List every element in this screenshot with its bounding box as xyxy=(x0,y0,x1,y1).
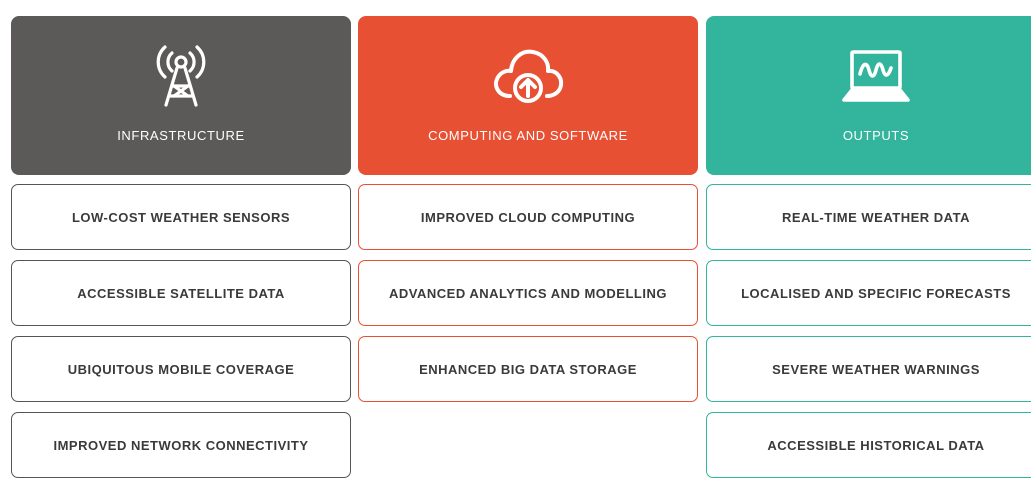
outputs-header: OUTPUTS xyxy=(706,16,1031,175)
list-item: IMPROVED NETWORK CONNECTIVITY xyxy=(11,412,351,478)
infrastructure-title: INFRASTRUCTURE xyxy=(117,128,245,143)
column-computing: COMPUTING AND SOFTWARE IMPROVED CLOUD CO… xyxy=(358,16,698,412)
list-item: ACCESSIBLE SATELLITE DATA xyxy=(11,260,351,326)
infrastructure-header: INFRASTRUCTURE xyxy=(11,16,351,175)
list-item: ENHANCED BIG DATA STORAGE xyxy=(358,336,698,402)
list-item: IMPROVED CLOUD COMPUTING xyxy=(358,184,698,250)
computing-header: COMPUTING AND SOFTWARE xyxy=(358,16,698,175)
computing-title: COMPUTING AND SOFTWARE xyxy=(428,128,628,143)
infrastructure-items: LOW-COST WEATHER SENSORS ACCESSIBLE SATE… xyxy=(11,184,351,478)
list-item: SEVERE WEATHER WARNINGS xyxy=(706,336,1031,402)
outputs-items: REAL-TIME WEATHER DATA LOCALISED AND SPE… xyxy=(706,184,1031,478)
list-item: LOCALISED AND SPECIFIC FORECASTS xyxy=(706,260,1031,326)
column-outputs: OUTPUTS REAL-TIME WEATHER DATA LOCALISED… xyxy=(706,16,1031,488)
laptop-chart-icon xyxy=(842,50,910,102)
list-item: ACCESSIBLE HISTORICAL DATA xyxy=(706,412,1031,478)
cloud-upload-icon xyxy=(494,49,564,103)
list-item: UBIQUITOUS MOBILE COVERAGE xyxy=(11,336,351,402)
list-item: LOW-COST WEATHER SENSORS xyxy=(11,184,351,250)
computing-items: IMPROVED CLOUD COMPUTING ADVANCED ANALYT… xyxy=(358,184,698,402)
column-infrastructure: INFRASTRUCTURE LOW-COST WEATHER SENSORS … xyxy=(11,16,351,488)
list-item: ADVANCED ANALYTICS AND MODELLING xyxy=(358,260,698,326)
outputs-title: OUTPUTS xyxy=(842,128,910,143)
list-item: REAL-TIME WEATHER DATA xyxy=(706,184,1031,250)
radio-tower-icon xyxy=(156,45,206,107)
